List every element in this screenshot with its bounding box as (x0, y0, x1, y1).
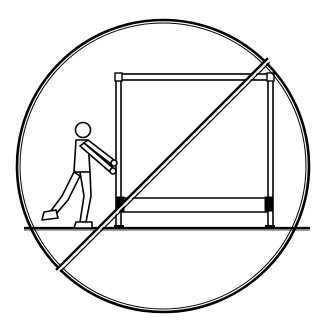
person-head (76, 123, 91, 138)
prohibition-sign (17, 20, 309, 312)
person-figure (42, 123, 117, 229)
frame-structure (114, 73, 275, 228)
floor (24, 228, 310, 230)
